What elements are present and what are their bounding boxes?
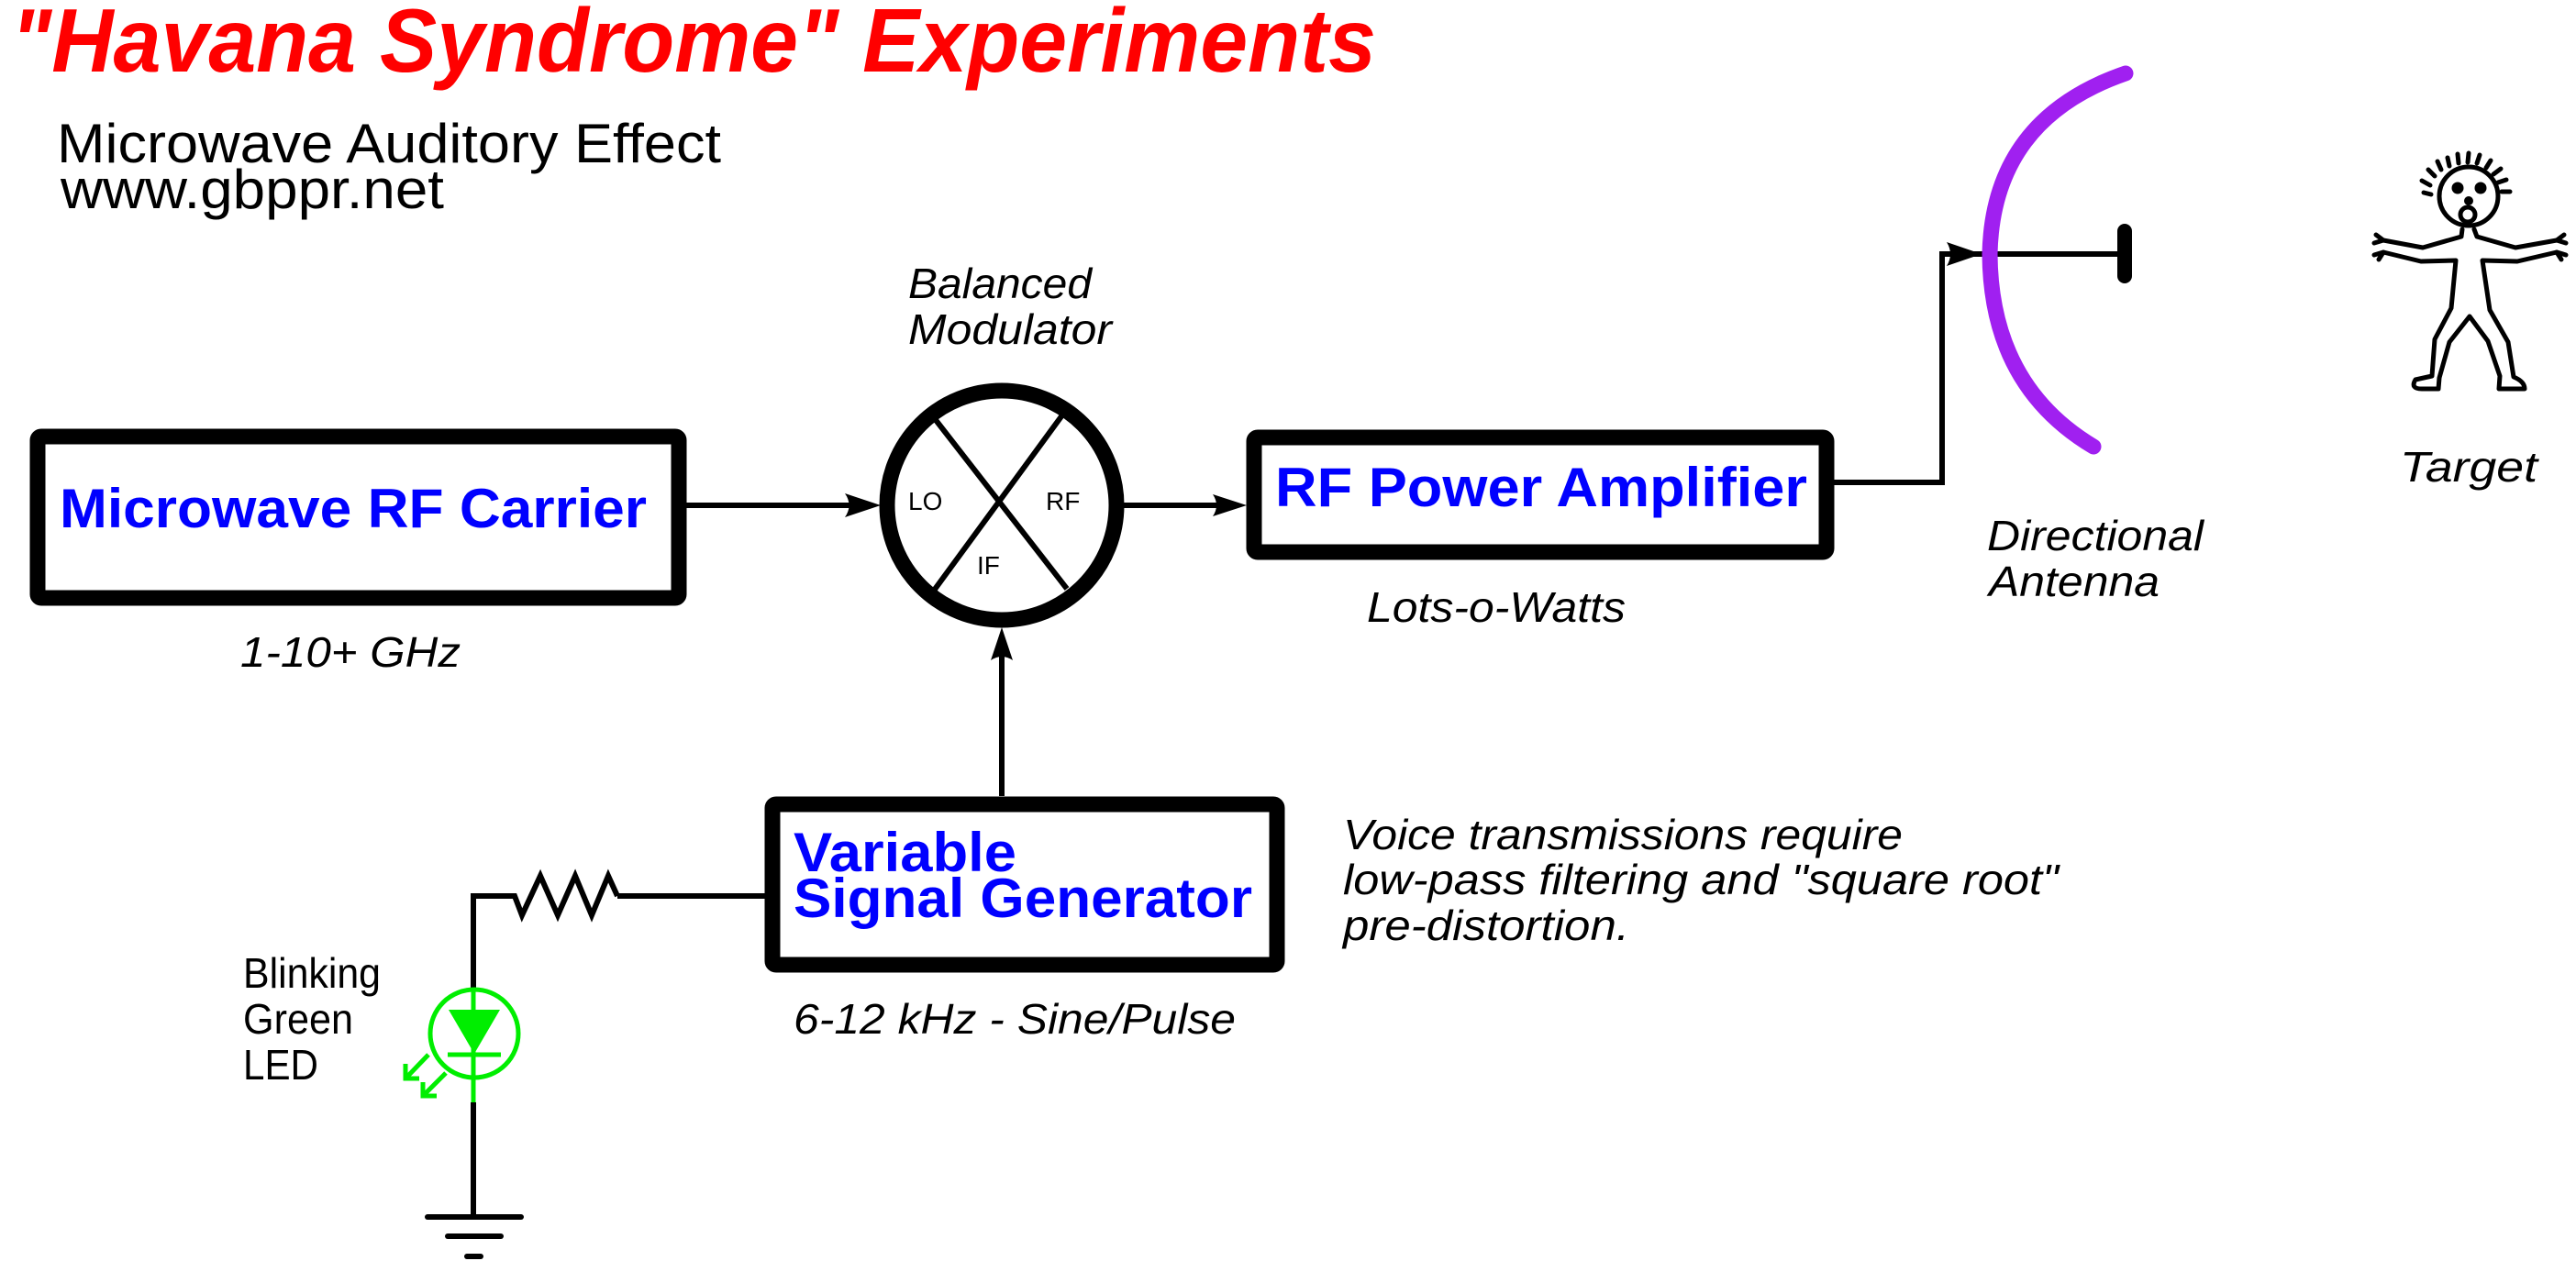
generator-frequency-note: 6-12 kHz - Sine/Pulse <box>794 995 1236 1043</box>
resistor-icon <box>471 868 620 988</box>
modulator-cross-b <box>928 415 1064 596</box>
stick-figure-icon <box>2371 150 2569 392</box>
voice-note-line-1: Voice transmissions require <box>1343 811 1903 858</box>
antenna-dish <box>1982 65 2134 455</box>
target-label: Target <box>2400 443 2540 491</box>
arrowhead-rf <box>1213 494 1247 516</box>
led-diode-icon <box>403 987 521 1102</box>
mouth <box>2458 205 2478 225</box>
subtitle-line-1: Microwave Auditory Effect <box>57 113 721 174</box>
wire-amplifier-to-antenna <box>1834 251 2119 485</box>
arrowhead-lo <box>845 493 881 517</box>
hair <box>2419 150 2513 197</box>
nose <box>2464 196 2473 205</box>
port-lo-label: LO <box>908 487 942 515</box>
carrier-block: Microwave RF Carrier <box>29 428 687 606</box>
antenna-label-line-1: Directional <box>1987 512 2205 559</box>
led-emission-arrow-2 <box>420 1071 448 1099</box>
amplifier-box <box>1246 429 1835 560</box>
subtitle-url: www.gbppr.net <box>60 159 444 220</box>
generator-label-line-1: Variable <box>794 822 1016 883</box>
generator-block: Variable Signal Generator <box>764 796 1285 973</box>
led-label-line-2: Green <box>243 995 353 1043</box>
modulator-cross-a <box>933 418 1070 591</box>
port-if-label: IF <box>977 551 1000 580</box>
voice-note-line-2: low-pass filtering and "square root" <box>1343 856 2061 903</box>
amplifier-block: RF Power Amplifier <box>1246 429 1835 560</box>
antenna-label-line-2: Antenna <box>1986 558 2160 605</box>
arrowhead-feed <box>1947 242 1982 266</box>
right-eye <box>2474 182 2487 194</box>
carrier-box <box>29 428 687 606</box>
port-rf-label: RF <box>1046 487 1080 515</box>
left-hand <box>2371 232 2386 262</box>
led-emission-arrow-1 <box>403 1053 430 1081</box>
ground-icon <box>425 1214 524 1259</box>
led-triangle <box>449 1010 500 1054</box>
amplifier-label: RF Power Amplifier <box>1275 457 1807 518</box>
page-title: "Havana Syndrome" Experiments <box>11 0 1376 91</box>
body-outline <box>2381 227 2559 392</box>
voice-note-line-3: pre-distortion. <box>1341 901 1629 949</box>
modulator-label-line-1: Balanced <box>908 260 1093 307</box>
arrowhead-if <box>991 627 1013 660</box>
amplifier-power-note: Lots-o-Watts <box>1367 583 1626 631</box>
led-label-line-3: LED <box>243 1041 318 1089</box>
right-hand <box>2554 232 2569 262</box>
dish-antenna-icon <box>1982 65 2134 455</box>
carrier-frequency-note: 1-10+ GHz <box>240 628 461 676</box>
carrier-label: Microwave RF Carrier <box>60 478 647 539</box>
generator-label-line-2: Signal Generator <box>794 868 1252 929</box>
modulator-label-line-2: Modulator <box>908 305 1114 353</box>
left-eye <box>2451 182 2464 194</box>
head <box>2437 164 2501 228</box>
led-body <box>427 987 521 1080</box>
mixer-icon: LO RF IF <box>879 382 1125 628</box>
led-label-line-1: Blinking <box>243 949 381 997</box>
generator-box <box>764 796 1285 973</box>
